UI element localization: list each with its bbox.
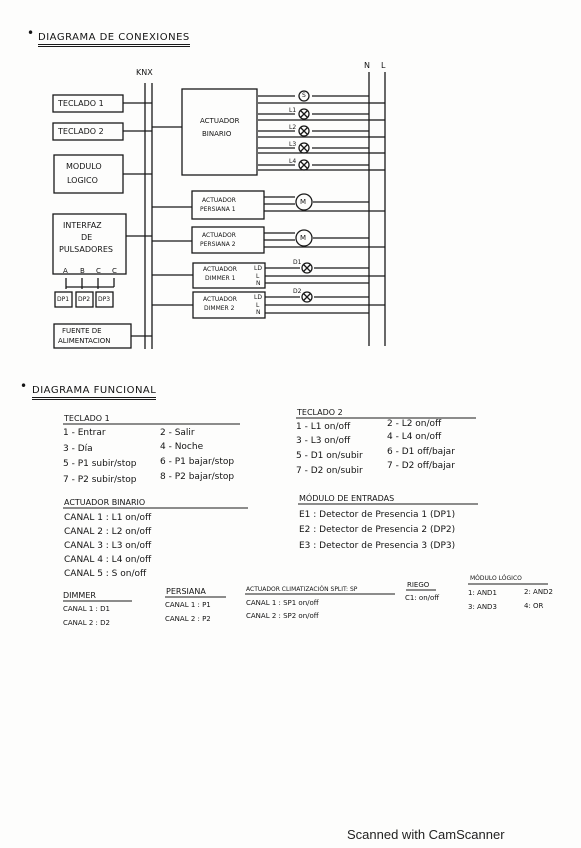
motor-symbol-label-2: M xyxy=(300,234,307,242)
dimmer2-terminal-ld: LD xyxy=(254,294,262,301)
dimmer-canal-2: CANAL 2 : D2 xyxy=(63,619,110,627)
entradas-title: MÓDULO DE ENTRADAS xyxy=(299,494,395,503)
persiana-canal-1: CANAL 1 : P1 xyxy=(165,601,211,609)
logico-and3: 3: AND3 xyxy=(468,603,497,611)
camscanner-watermark: Scanned with CamScanner xyxy=(347,827,505,842)
persiana1-block-line1: ACTUADOR xyxy=(202,197,236,204)
teclado1-item-5: 5 - P1 subir/stop xyxy=(63,459,137,469)
dimmer1-block-line2: DIMMER 1 xyxy=(205,275,236,282)
fuente-block-line1: FUENTE DE xyxy=(62,327,102,335)
riego-c1: C1: on/off xyxy=(405,594,440,602)
teclado1-block: TECLADO 1 xyxy=(58,99,104,108)
interfaz-input-c1: C xyxy=(96,267,101,275)
entradas-e1: E1 : Detector de Presencia 1 (DP1) xyxy=(299,510,456,520)
teclado2-item-7: 7 - D2 on/subir xyxy=(296,466,363,476)
teclado1-item-6: 6 - P1 bajar/stop xyxy=(160,457,235,467)
fuente-block-line2: ALIMENTACION xyxy=(58,337,111,345)
dimmer1-block-line1: ACTUADOR xyxy=(203,266,237,273)
modulo-block-line1: MODULO xyxy=(66,162,102,171)
interfaz-block-line3: PULSADORES xyxy=(59,245,113,254)
teclado2-item-4: 4 - L4 on/off xyxy=(387,432,442,442)
binario-block-line2: BINARIO xyxy=(202,130,232,138)
riego-title: RIEGO xyxy=(407,581,430,589)
climatizacion-title: ACTUADOR CLIMATIZACIÓN SPLIT: SP xyxy=(246,586,358,593)
bullet-icon: • xyxy=(27,26,35,40)
interfaz-input-c2: C xyxy=(112,267,117,275)
binario-title: ACTUADOR BINARIO xyxy=(64,498,146,507)
dimmer2-terminal-n: N xyxy=(256,309,261,316)
l-label: L xyxy=(381,61,386,70)
socket-symbol-label: S xyxy=(302,92,306,99)
teclado2-item-3: 3 - L3 on/off xyxy=(296,436,351,446)
binario-canal-3: CANAL 3 : L3 on/off xyxy=(64,541,152,551)
load-label-d2: D2 xyxy=(293,288,302,295)
load-label-l1: L1 xyxy=(289,107,297,114)
teclado2-block: TECLADO 2 xyxy=(58,127,104,136)
logico-or: 4: OR xyxy=(524,602,544,610)
load-label-l3: L3 xyxy=(289,141,297,148)
climatizacion-canal-2: CANAL 2 : SP2 on/off xyxy=(246,612,319,620)
dp3-block: DP3 xyxy=(98,296,111,303)
functional-heading: DIAGRAMA FUNCIONAL xyxy=(32,385,157,400)
persiana1-block-line2: PERSIANA 1 xyxy=(200,206,236,213)
dimmer2-terminal-l: L xyxy=(256,302,260,309)
bullet-icon: • xyxy=(20,379,28,393)
interfaz-block-line1: INTERFAZ xyxy=(63,221,102,230)
teclado1-item-4: 4 - Noche xyxy=(160,442,204,452)
entradas-e3: E3 : Detector de Presencia 3 (DP3) xyxy=(299,541,456,551)
dimmer2-block-line1: ACTUADOR xyxy=(203,296,237,303)
teclado1-item-1: 1 - Entrar xyxy=(63,428,106,438)
persiana2-block-line2: PERSIANA 2 xyxy=(200,241,236,248)
teclado2-item-6: 6 - D1 off/bajar xyxy=(387,447,455,457)
persiana2-block-line1: ACTUADOR xyxy=(202,232,236,239)
connections-heading: DIAGRAMA DE CONEXIONES xyxy=(38,32,190,47)
load-label-d1: D1 xyxy=(293,259,302,266)
binario-canal-1: CANAL 1 : L1 on/off xyxy=(64,513,152,523)
dimmer1-terminal-n: N xyxy=(256,280,261,287)
teclado2-item-8: 7 - D2 off/bajar xyxy=(387,461,455,471)
logico-and2: 2: AND2 xyxy=(524,588,553,596)
knx-label: KNX xyxy=(136,68,153,77)
dp1-block: DP1 xyxy=(57,296,70,303)
dimmer2-block-line2: DIMMER 2 xyxy=(204,305,235,312)
teclado1-item-3: 3 - Día xyxy=(63,444,93,454)
persiana-canal-2: CANAL 2 : P2 xyxy=(165,615,211,623)
logico-title: MÓDULO LÓGICO xyxy=(470,575,522,582)
teclado2-item-1: 1 - L1 on/off xyxy=(296,422,351,432)
binario-canal-4: CANAL 4 : L4 on/off xyxy=(64,555,152,565)
teclado1-item-8: 8 - P2 bajar/stop xyxy=(160,472,235,482)
interfaz-input-b: B xyxy=(80,267,85,275)
binario-canal-2: CANAL 2 : L2 on/off xyxy=(64,527,152,537)
dp2-block: DP2 xyxy=(78,296,91,303)
interfaz-input-a: A xyxy=(63,267,68,275)
modulo-block-line2: LOGICO xyxy=(67,176,98,185)
logico-and1: 1: AND1 xyxy=(468,589,497,597)
entradas-e2: E2 : Detector de Presencia 2 (DP2) xyxy=(299,525,456,535)
motor-symbol-label-1: M xyxy=(300,198,307,206)
interfaz-block-line2: DE xyxy=(81,233,93,242)
teclado2-item-2: 2 - L2 on/off xyxy=(387,419,442,429)
teclado1-title: TECLADO 1 xyxy=(64,414,110,423)
teclado2-title: TECLADO 2 xyxy=(297,408,343,417)
n-label: N xyxy=(364,61,370,70)
persiana-title: PERSIANA xyxy=(166,587,206,596)
binario-block-line1: ACTUADOR xyxy=(200,117,240,125)
load-label-l2: L2 xyxy=(289,124,297,131)
teclado2-item-5: 5 - D1 on/subir xyxy=(296,451,363,461)
climatizacion-canal-1: CANAL 1 : SP1 on/off xyxy=(246,599,319,607)
teclado1-item-2: 2 - Salir xyxy=(160,428,195,438)
load-label-l4: L4 xyxy=(289,158,297,165)
dimmer1-terminal-l: L xyxy=(256,273,260,280)
teclado1-item-7: 7 - P2 subir/stop xyxy=(63,475,137,485)
binario-canal-5: CANAL 5 : S on/off xyxy=(64,569,147,579)
dimmer1-terminal-ld: LD xyxy=(254,265,262,272)
dimmer-title: DIMMER xyxy=(63,591,96,600)
dimmer-canal-1: CANAL 1 : D1 xyxy=(63,605,110,613)
